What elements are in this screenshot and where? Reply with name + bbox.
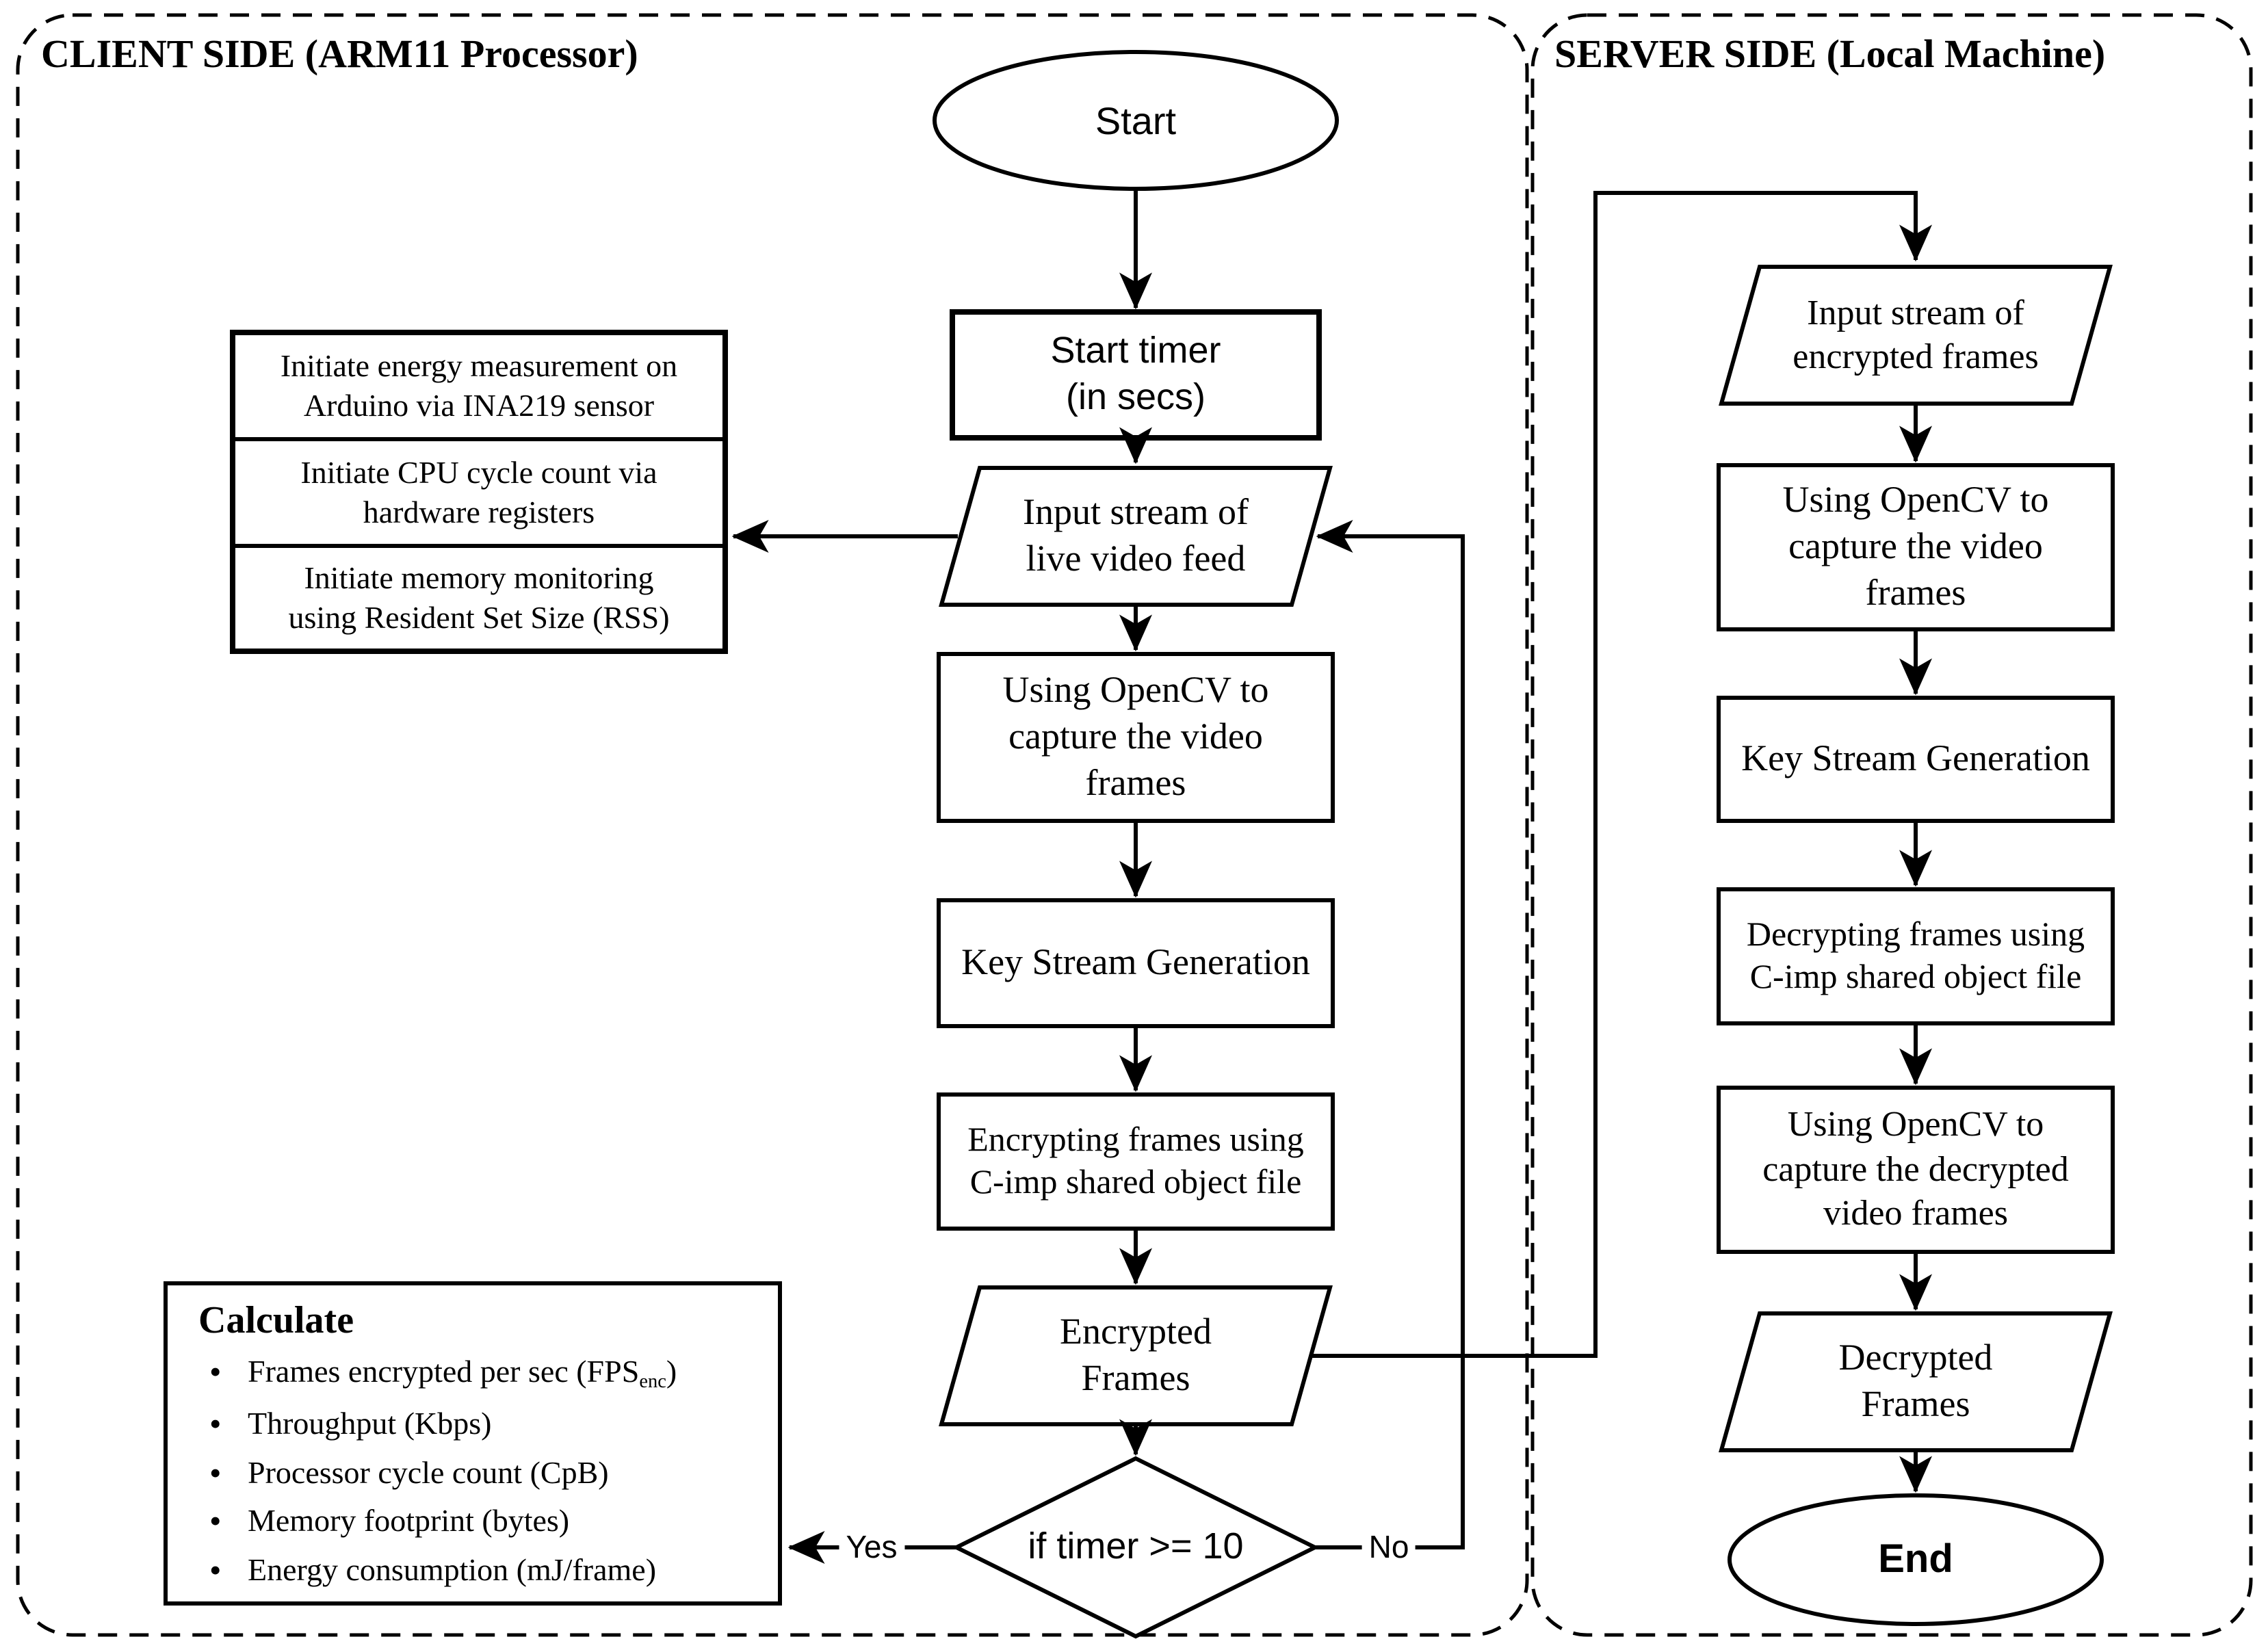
server-input-parallelogram	[1719, 265, 2113, 406]
client-panel-border	[16, 13, 1529, 1637]
start-timer-shape	[950, 309, 1322, 441]
decrypted-frames-label: Decrypted Frames	[1838, 1337, 1993, 1425]
server-opencv-decrypted-label: Using OpenCV to capture the decrypted vi…	[1762, 1104, 2069, 1233]
monitor-cpu-label: Initiate CPU cycle count via hardware re…	[300, 455, 657, 529]
edge-decision-no-loop	[1315, 520, 1465, 1549]
decrypt-shape	[1717, 887, 2115, 1025]
calculate-item: Memory footprint (bytes)	[198, 1502, 753, 1544]
encrypted-frames-parallelogram	[939, 1285, 1333, 1426]
server-keystream-label: Key Stream Generation	[1741, 737, 2090, 779]
calculate-box: Calculate Frames encrypted per sec (FPSe…	[166, 1283, 780, 1603]
monitor-energy-label: Initiate energy measurement on Arduino v…	[280, 348, 678, 423]
client-keystream-shape	[937, 898, 1335, 1028]
calculate-item: Processor cycle count (CpB)	[198, 1452, 753, 1495]
calculate-list: Frames encrypted per sec (FPSenc) Throug…	[198, 1352, 753, 1593]
decision-diamond	[952, 1456, 1320, 1639]
server-panel-title: SERVER SIDE (Local Machine)	[1554, 33, 2106, 77]
monitor-memory-label: Initiate memory monitoring using Residen…	[288, 561, 670, 636]
encrypted-frames-label: Encrypted Frames	[1060, 1311, 1212, 1399]
edge-frames-to-server	[1311, 191, 1932, 1358]
calculate-item: Frames encrypted per sec (FPSenc)	[198, 1352, 753, 1396]
decision-label: if timer >= 10	[1028, 1525, 1244, 1567]
end-terminator-shape	[1728, 1493, 2104, 1626]
client-opencv-label: Using OpenCV to capture the video frames	[1002, 669, 1269, 803]
calculate-item: Throughput (Kbps)	[198, 1404, 753, 1446]
client-opencv-shape	[937, 652, 1335, 823]
no-branch-label: No	[1361, 1529, 1416, 1566]
monitor-stack-shape	[230, 330, 728, 654]
server-input-label: Input stream of encrypted frames	[1793, 292, 2039, 376]
input-stream-label: Input stream of live video feed	[1023, 491, 1249, 579]
calculate-item: Energy consumption (mJ/frame)	[198, 1550, 753, 1593]
yes-branch-label: Yes	[839, 1529, 904, 1566]
encrypt-shape	[937, 1092, 1335, 1231]
input-stream-parallelogram	[939, 466, 1333, 607]
client-panel-title: CLIENT SIDE (ARM11 Processor)	[41, 33, 638, 77]
server-panel-border	[1530, 13, 2253, 1637]
calculate-title: Calculate	[198, 1300, 354, 1342]
start-timer-label: Start timer (in secs)	[1050, 330, 1221, 418]
decrypted-frames-parallelogram	[1719, 1311, 2113, 1452]
server-opencv-shape	[1717, 463, 2115, 631]
server-opencv-decrypted-shape	[1717, 1086, 2115, 1254]
server-opencv-label: Using OpenCV to capture the video frames	[1782, 479, 2049, 613]
decrypt-label: Decrypting frames using C-imp shared obj…	[1746, 916, 2085, 997]
client-keystream-label: Key Stream Generation	[961, 941, 1310, 983]
start-terminator-label: Start	[1095, 99, 1177, 142]
end-terminator-label: End	[1878, 1537, 1953, 1582]
encrypt-label: Encrypting frames using C-imp shared obj…	[967, 1121, 1304, 1202]
